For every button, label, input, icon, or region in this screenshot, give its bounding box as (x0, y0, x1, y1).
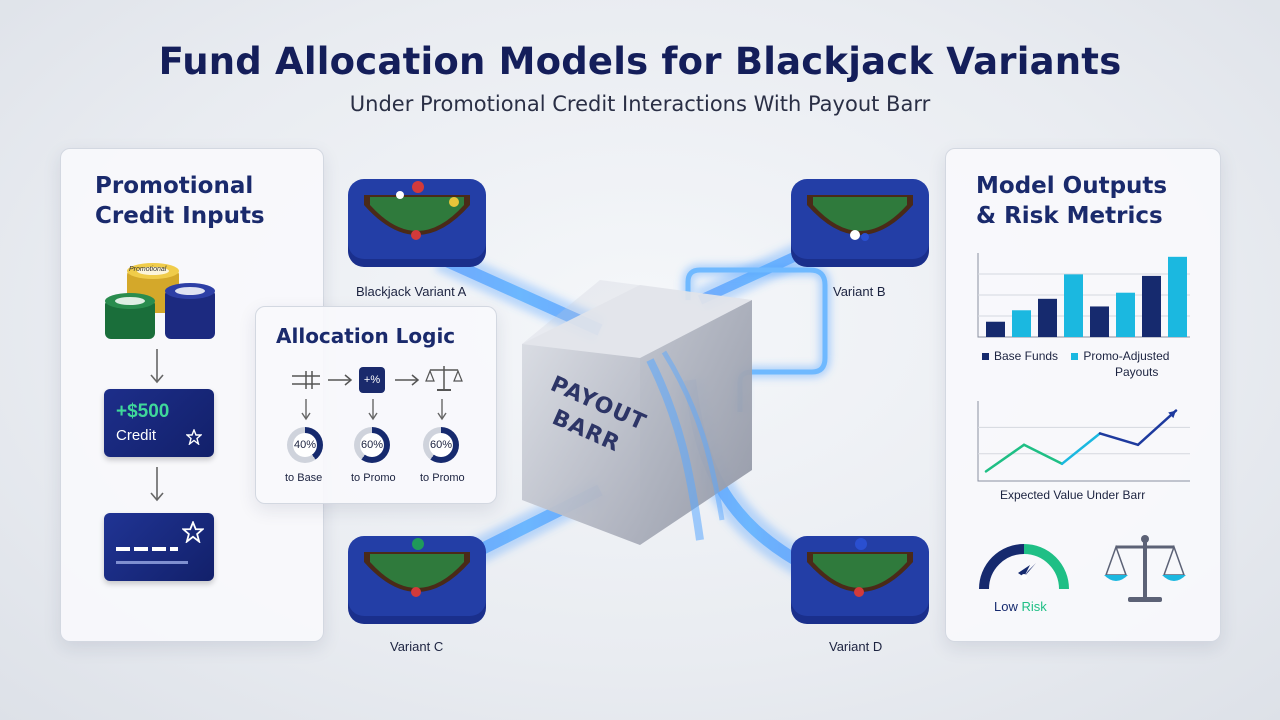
model-outputs-heading-line2: & Risk Metrics (976, 203, 1163, 229)
line-arrowhead (1168, 410, 1176, 419)
star-icon-2 (182, 521, 204, 543)
balance-scale-icon (1104, 535, 1186, 602)
allocation-logic-heading: Allocation Logic (276, 324, 456, 348)
legend-promo-label-2: Payouts (1115, 365, 1159, 379)
credit-inputs-heading-line2: Credit Inputs (95, 203, 265, 229)
table-variant-b[interactable] (785, 175, 935, 275)
arrow-down-icon (150, 349, 164, 384)
table-variant-c[interactable] (342, 532, 492, 632)
model-outputs-heading: Model Outputs & Risk Metrics (976, 171, 1167, 231)
credit-inputs-heading: Promotional Credit Inputs (95, 171, 265, 231)
split-ring-promo-2: 60% (423, 427, 459, 463)
risk-gauge (979, 544, 1069, 590)
line-segment-2 (1022, 443, 1064, 466)
table-variant-d[interactable] (785, 532, 935, 632)
legend-swatch-base (982, 353, 989, 360)
bar-promo-1 (1012, 310, 1031, 337)
bar-base-3 (1090, 306, 1109, 337)
split-ring-promo: 60% (354, 427, 390, 463)
split-icon (292, 371, 320, 389)
payout-barr-cube (522, 280, 752, 545)
bar-promo-4 (1168, 256, 1187, 337)
risk-label-low: Low (994, 599, 1018, 614)
chip-stack-icon (105, 263, 215, 339)
split-ring-base-value: 40% (293, 433, 317, 457)
connector-beam-a (434, 246, 606, 342)
variant-a-label: Blackjack Variant A (356, 284, 467, 299)
model-outputs-heading-line1: Model Outputs (976, 173, 1168, 199)
line-segment-3 (1060, 432, 1102, 466)
split-ring-promo-2-value: 60% (429, 433, 453, 457)
risk-label: Low Risk (994, 599, 1047, 614)
page-title: Fund Allocation Models for Blackjack Var… (158, 40, 1122, 83)
percent-calc-symbol: +% (363, 374, 381, 386)
table-variant-a[interactable] (342, 175, 492, 275)
arrow-down-small-1 (301, 399, 311, 421)
bar-promo-3 (1116, 292, 1135, 337)
credit-label: Credit (116, 427, 157, 444)
credit-inputs-heading-line1: Promotional (95, 173, 254, 199)
bar-promo-2 (1064, 274, 1083, 337)
bar-base-4 (1142, 275, 1161, 337)
arrow-right-icon (328, 374, 353, 386)
model-outputs-panel: Model Outputs & Risk Metrics Base Funds … (945, 148, 1221, 642)
bar-base-1 (986, 321, 1005, 337)
arrow-down-icon-2 (150, 467, 164, 502)
variant-c-label: Variant C (390, 639, 444, 654)
risk-label-risk: Risk (1021, 599, 1047, 614)
variant-b-label: Variant B (833, 284, 886, 299)
legend-base-label: Base Funds (994, 349, 1059, 363)
variant-d-label: Variant D (829, 639, 883, 654)
split-ring-promo-value: 60% (360, 433, 384, 457)
split-ring-base: 40% (287, 427, 323, 463)
bar-legend: Base Funds Promo-Adjusted Payouts (982, 349, 1212, 379)
scale-icon (425, 366, 463, 391)
arrow-down-small-2 (368, 399, 378, 421)
credit-card[interactable]: +$500 Credit (104, 389, 214, 457)
arrow-right-icon-2 (395, 374, 420, 386)
bar-base-2 (1038, 298, 1057, 337)
promo-card[interactable] (104, 513, 214, 581)
percent-calc-icon: +% (359, 367, 385, 393)
credit-amount: +$500 (116, 401, 170, 422)
line-chart (977, 401, 1190, 482)
page-subtitle: Under Promotional Credit Interactions Wi… (349, 92, 931, 116)
bar-chart (977, 253, 1190, 338)
arrow-down-small-3 (437, 399, 447, 421)
split-label-base: to Base (285, 472, 323, 484)
star-icon (186, 429, 202, 445)
allocation-logic-panel: Allocation Logic +% 40% 60% (255, 306, 497, 504)
line-segment-4 (1098, 432, 1140, 447)
chip-label: Promotional (129, 266, 167, 273)
line-chart-label: Expected Value Under Barr (1000, 488, 1146, 502)
line-segment-5 (1136, 409, 1178, 447)
line-chart-axis (977, 401, 1190, 482)
legend-promo-label: Promo-Adjusted (1083, 349, 1170, 363)
split-label-promo: to Promo (351, 472, 396, 484)
line-segment-1 (984, 443, 1026, 473)
split-label-promo-2: to Promo (420, 472, 465, 484)
legend-swatch-promo (1071, 353, 1079, 360)
